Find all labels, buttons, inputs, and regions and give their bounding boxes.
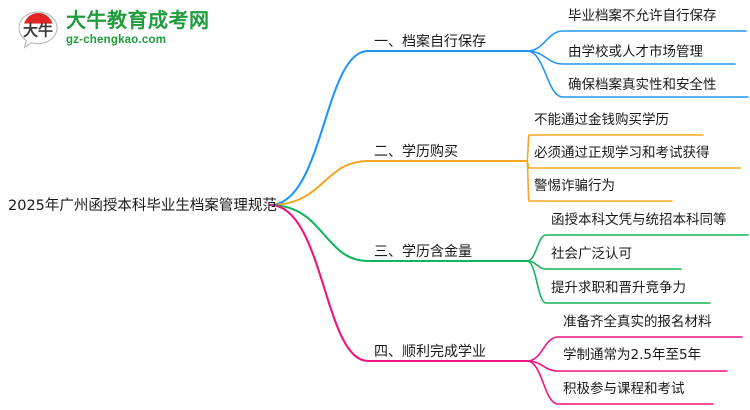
mindmap-branch-label-3[interactable]: 三、学历含金量: [374, 244, 472, 260]
mindmap-leaf-2-3[interactable]: 警惕诈骗行为: [534, 178, 615, 194]
mindmap-leaf-4-2[interactable]: 学制通常为2.5年至5年: [563, 347, 702, 363]
mindmap-root-node[interactable]: 2025年广州函授本科毕业生档案管理规范: [8, 198, 277, 214]
mindmap-leaf-2-1[interactable]: 不能通过金钱购买学历: [534, 112, 669, 128]
mindmap-leaf-2-2[interactable]: 必须通过正规学习和考试获得: [534, 145, 710, 161]
mindmap-leaf-4-1[interactable]: 准备齐全真实的报名材料: [563, 314, 712, 330]
mindmap-leaf-1-3[interactable]: 确保档案真实性和安全性: [568, 77, 717, 93]
logo-wordmark: 大牛教育成考网 gz-chengkao.com: [66, 8, 216, 48]
logo-brand-url: gz-chengkao.com: [66, 34, 167, 46]
mindmap-leaf-3-2[interactable]: 社会广泛认可: [551, 246, 632, 262]
mindmap-branch-label-4[interactable]: 四、顺利完成学业: [374, 344, 486, 360]
svg-text:大牛: 大牛: [23, 22, 53, 40]
logo-brand-cn: 大牛教育成考网: [66, 8, 210, 32]
mindmap-leaf-3-3[interactable]: 提升求职和晋升竞争力: [551, 280, 686, 296]
mindmap-leaf-1-2[interactable]: 由学校或人才市场管理: [568, 44, 703, 60]
mindmap-leaf-1-1[interactable]: 毕业档案不允许自行保存: [568, 8, 717, 24]
speech-bubble-logo-icon: 大牛: [18, 10, 60, 50]
site-logo[interactable]: 大牛 大牛教育成考网 gz-chengkao.com: [18, 8, 218, 54]
mindmap-leaf-4-3[interactable]: 积极参与课程和考试: [563, 381, 685, 397]
mindmap-leaf-3-1[interactable]: 函授本科文凭与统招本科同等: [551, 212, 727, 228]
mindmap-branch-label-2[interactable]: 二、学历购买: [374, 144, 458, 160]
mindmap-branch-label-1[interactable]: 一、档案自行保存: [374, 34, 486, 50]
